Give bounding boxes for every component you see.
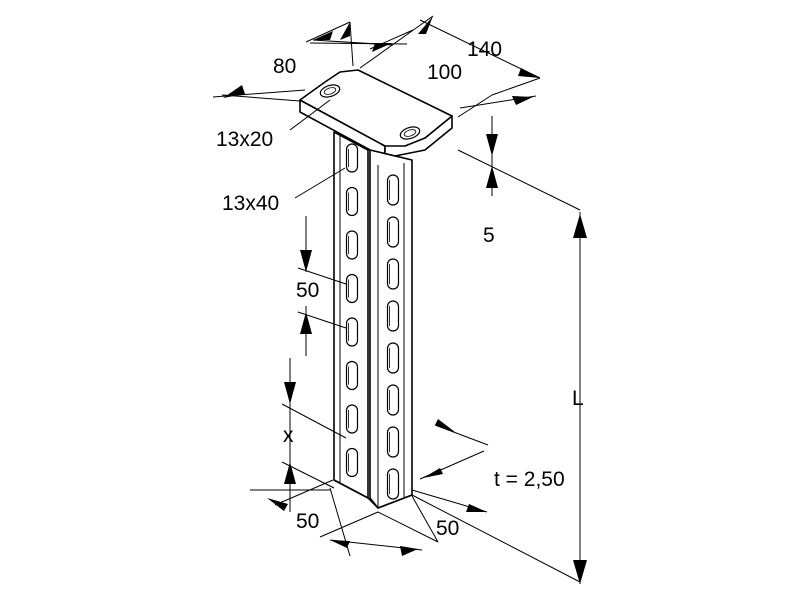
c-profile-column <box>333 131 413 509</box>
label-profile-width-b: 50 <box>436 517 459 540</box>
label-length: L <box>572 387 584 410</box>
arrow-140-right <box>518 68 540 78</box>
slot-left <box>345 360 359 391</box>
label-wall-thickness: t = 2,50 <box>494 468 565 491</box>
slot-right <box>386 426 400 458</box>
slot-right <box>386 342 400 374</box>
arrow-80-right <box>372 43 392 52</box>
arrow-L-top <box>573 214 587 238</box>
label-profile-width-a: 50 <box>296 510 319 533</box>
slot-left <box>345 447 359 478</box>
arrow-t-top <box>435 419 455 432</box>
label-slot-pitch: 50 <box>296 279 319 302</box>
arrow-50-a-right <box>330 540 350 548</box>
arrow-x-bottom <box>284 462 296 484</box>
slot-left <box>345 317 359 347</box>
slot-right <box>386 216 400 248</box>
arrow-80-left <box>313 31 333 40</box>
dimension-arrows <box>223 16 587 584</box>
arrow-50-pitch-top <box>300 250 312 272</box>
arrow-140-top <box>340 22 350 40</box>
arrow-50-a-left <box>267 498 288 511</box>
slot-right <box>386 258 400 290</box>
arrow-100-top <box>418 16 433 34</box>
label-plate-hole: 13x20 <box>216 128 273 151</box>
label-plate-width: 100 <box>427 61 462 84</box>
head-plate <box>299 69 453 159</box>
arrow-100-right <box>512 96 533 105</box>
slot-left <box>345 143 359 173</box>
arrow-t-bottom <box>423 468 443 478</box>
arrow-t-ext <box>466 504 487 512</box>
arrow-5-top <box>486 134 498 156</box>
arrow-13x20 <box>223 85 245 98</box>
plate-hole-right <box>399 126 421 140</box>
label-plate-thickness: 5 <box>483 224 495 247</box>
slot-right <box>386 468 400 500</box>
arrow-L-bottom <box>573 560 587 584</box>
slot-right <box>386 300 400 332</box>
slots-left-face <box>345 143 359 478</box>
label-plate-length: 140 <box>467 38 502 61</box>
label-profile-slot: 13x40 <box>222 192 279 215</box>
dimension-labels: 80 140 100 13x20 13x40 5 50 x t = 2,50 5… <box>216 38 584 540</box>
slot-left <box>345 273 359 304</box>
arrow-50-b-left <box>400 546 418 556</box>
slots-right-face <box>386 174 400 500</box>
label-slot-offset: x <box>283 424 294 447</box>
arrow-x-top <box>284 382 296 404</box>
slot-right <box>386 174 400 206</box>
slot-right <box>386 384 400 416</box>
plate-hole-left <box>319 84 341 98</box>
arrow-5-bottom <box>486 166 498 188</box>
slot-left <box>345 404 359 434</box>
slot-left <box>345 186 359 217</box>
arrow-50-pitch-bottom <box>300 312 312 334</box>
label-plate-depth: 80 <box>273 55 296 78</box>
slot-left <box>345 230 359 260</box>
